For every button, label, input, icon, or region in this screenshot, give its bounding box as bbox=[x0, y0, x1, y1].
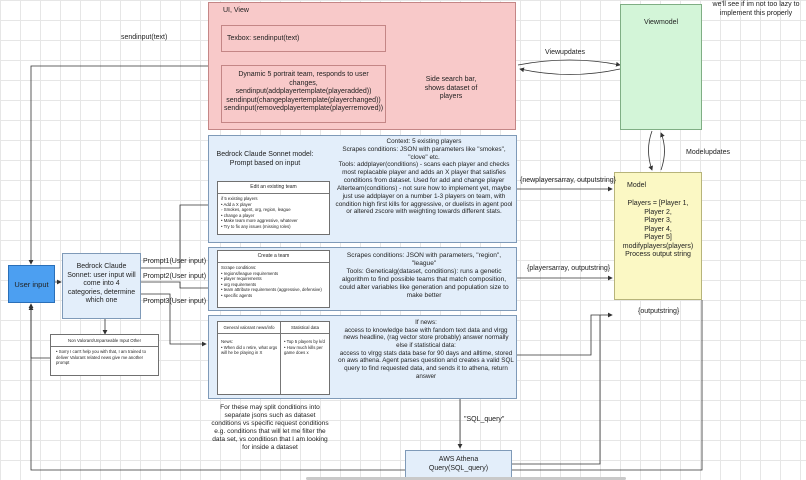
sqlquery-label: "SQL_query" bbox=[464, 416, 505, 423]
news-column: General valorant news/info News: • When … bbox=[218, 322, 281, 394]
viewupdates-label: Viewupdates bbox=[545, 49, 585, 56]
other-input-card-body: • Sorry I can't help you with that, I am… bbox=[56, 349, 146, 366]
outputstring-label: {outputstring} bbox=[638, 308, 680, 315]
prompt3-label: Prompt3(User input) bbox=[143, 298, 207, 305]
news-column-title: General valorant news/info bbox=[218, 322, 280, 334]
news-column-body: News: • When did x retire, what orgs wil… bbox=[221, 339, 278, 356]
newplayers-label: {newplayersarray, outputstring} bbox=[520, 177, 616, 184]
aws-athena-label: AWS Athena Query(SQL_query) bbox=[428, 456, 489, 472]
prompt2-label: Prompt2(User input) bbox=[143, 273, 207, 280]
edit-team-card-body: if 5 existing players • Add a X player ◦… bbox=[221, 196, 298, 229]
router-label: Bedrock Claude Sonnet: user input will c… bbox=[67, 263, 136, 305]
edit-team-card-title: Edit an existing team bbox=[218, 182, 329, 194]
ui-view-box: UI, View Texbox: sendinput(text) Dynamic… bbox=[208, 2, 516, 130]
stats-column-title: Statistical data bbox=[281, 322, 329, 334]
prompt1-label: Prompt1(User input) bbox=[143, 258, 207, 265]
model-body: Players = [Player 1, Player 2, Player 3,… bbox=[622, 200, 694, 259]
side-search-bar-label: Side search bar, shows dataset of player… bbox=[424, 76, 478, 101]
router-box: Bedrock Claude Sonnet: user input will c… bbox=[62, 253, 141, 319]
other-input-card-title: Non Valorant/Unparseable Input Other bbox=[51, 335, 158, 347]
aws-athena-box: AWS Athena Query(SQL_query) bbox=[405, 450, 512, 478]
sendinput-label: sendinput(text) bbox=[121, 34, 168, 41]
horizontal-scrollbar[interactable] bbox=[306, 477, 626, 480]
textbox-node: Texbox: sendinput(text) bbox=[221, 25, 386, 52]
dynamic-team-node: Dynamic 5 portrait team, responds to use… bbox=[221, 65, 386, 123]
modelupdates-label: Modelupdates bbox=[686, 149, 730, 156]
edit-team-context: Context: 5 existing players Scrapes cond… bbox=[335, 138, 513, 216]
create-team-card-title: Create a team bbox=[218, 251, 329, 263]
stats-column-body: • Top 5 players by k/d • How much kills … bbox=[284, 339, 325, 356]
news-stats-context: If news: access to knowledge base with f… bbox=[338, 319, 514, 380]
model-box: Model Players = [Player 1, Player 2, Pla… bbox=[614, 172, 702, 300]
model-title: Model bbox=[627, 182, 647, 189]
create-team-context: Scrapes conditions: JSON with parameters… bbox=[339, 252, 509, 300]
bottom-note: For these may split conditions into sepa… bbox=[211, 404, 329, 452]
playersarray-label: {playersarray, outputstring} bbox=[527, 265, 611, 272]
other-input-card: Non Valorant/Unparseable Input Other • S… bbox=[50, 334, 159, 376]
create-team-card: Create a team Scrape conditions: • regio… bbox=[217, 250, 330, 308]
create-team-card-body: Scrape conditions: • regions/league requ… bbox=[221, 265, 322, 298]
user-input-label: User input bbox=[14, 280, 49, 289]
viewmodel-label: Viewmodel bbox=[643, 19, 679, 26]
stats-column: Statistical data • Top 5 players by k/d … bbox=[281, 322, 329, 394]
viewmodel-box: Viewmodel bbox=[620, 4, 702, 130]
user-input-box[interactable]: User input bbox=[8, 265, 55, 303]
edit-team-card: Edit an existing team if 5 existing play… bbox=[217, 181, 330, 235]
textbox-label: Texbox: sendinput(text) bbox=[227, 35, 300, 42]
dynamic-team-label: Dynamic 5 portrait team, responds to use… bbox=[224, 71, 384, 113]
ui-view-title: UI, View bbox=[223, 7, 249, 14]
news-stats-card: General valorant news/info News: • When … bbox=[217, 321, 330, 395]
top-right-note: we'll see if im not too lazy to implemen… bbox=[712, 1, 800, 17]
bedrock-sonnet-label: Bedrock Claude Sonnet model: Prompt base… bbox=[216, 151, 314, 167]
